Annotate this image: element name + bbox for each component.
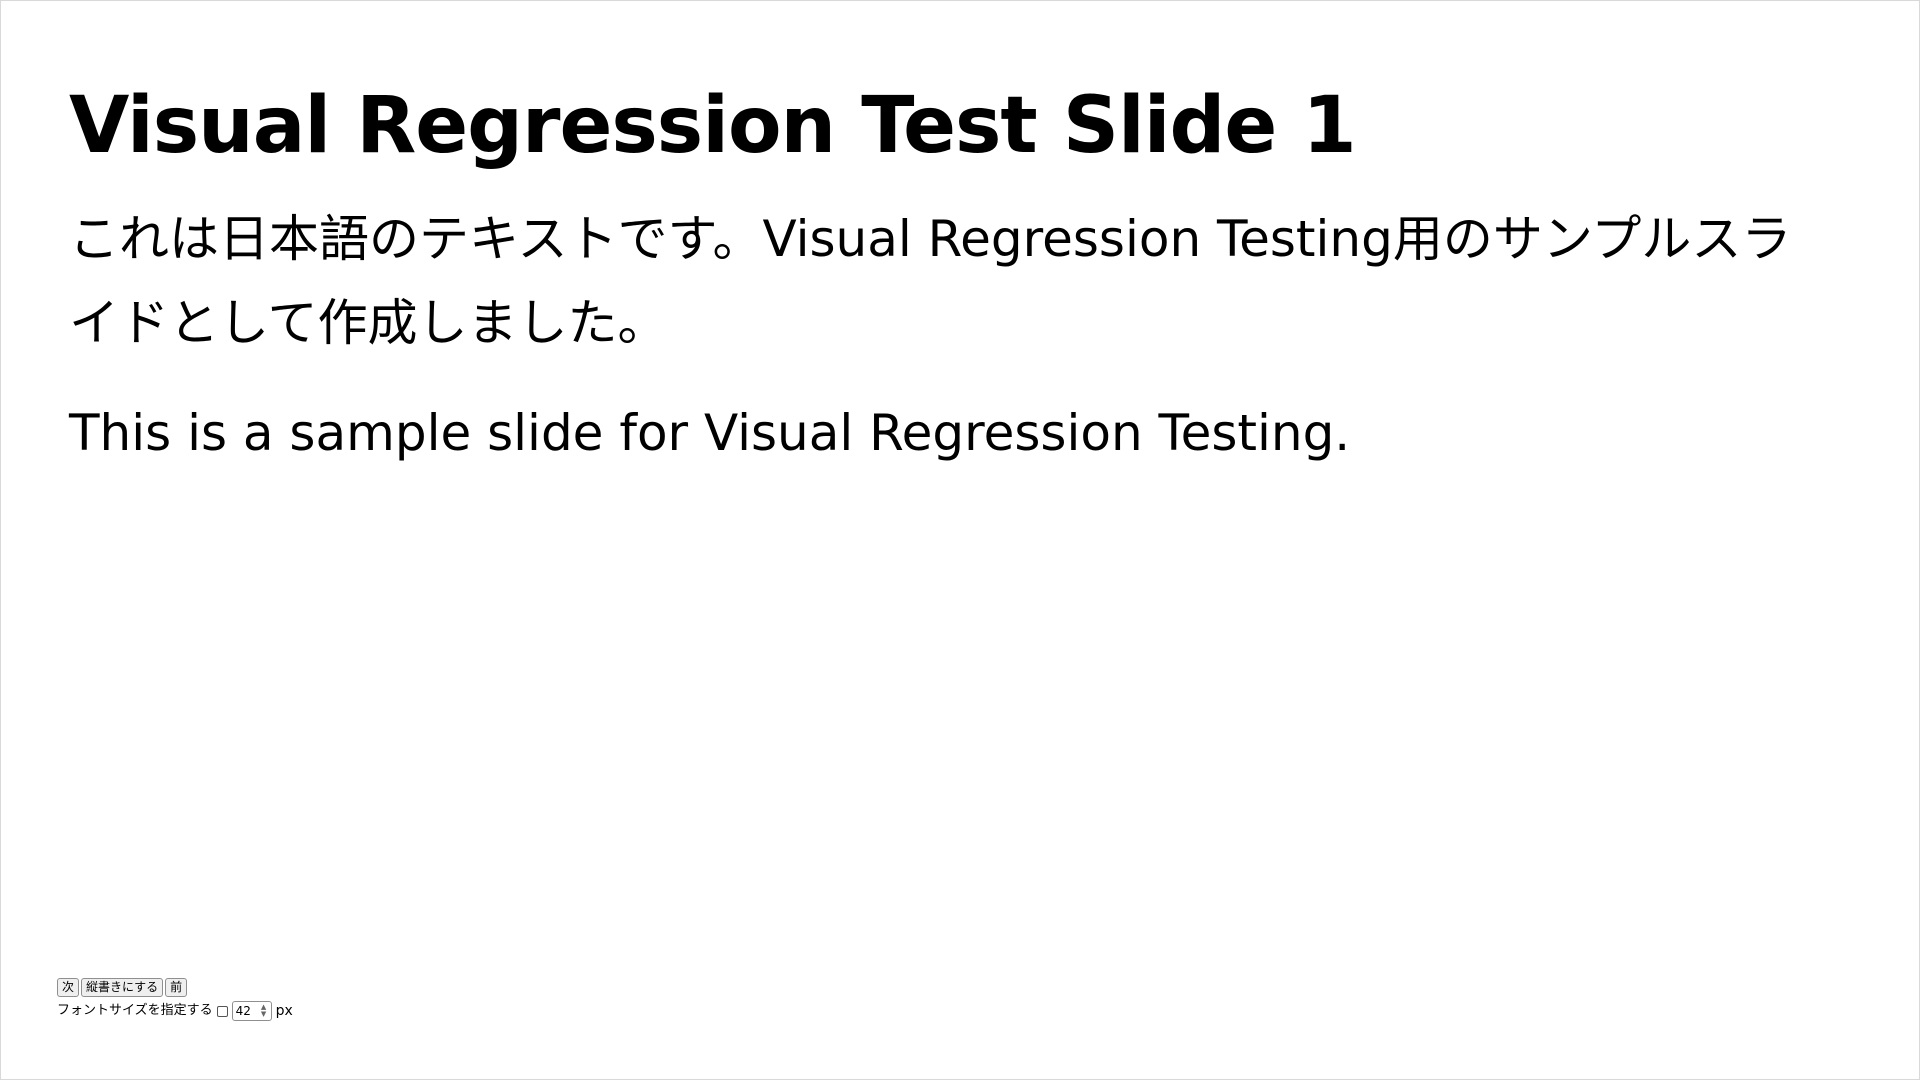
slide-content: Visual Regression Test Slide 1 これは日本語のテキ… xyxy=(69,71,1859,475)
font-size-checkbox[interactable] xyxy=(216,1005,228,1017)
next-button[interactable]: 次 xyxy=(57,977,80,997)
prev-button[interactable]: 前 xyxy=(165,977,188,997)
navigation-buttons: 次 縦書きにする 前 xyxy=(57,977,293,997)
japanese-paragraph: これは日本語のテキストです。Visual Regression Testing用… xyxy=(69,210,1792,352)
spinner-icon[interactable]: ▲▼ xyxy=(260,1003,267,1018)
slide-title: Visual Regression Test Slide 1 xyxy=(69,81,1357,171)
font-size-value: 42 xyxy=(235,1004,251,1018)
font-size-row: フォントサイズを指定する 42 ▲▼ px xyxy=(57,999,293,1023)
font-size-label: フォントサイズを指定する xyxy=(57,1003,213,1018)
vertical-writing-button[interactable]: 縦書きにする xyxy=(81,977,164,997)
font-size-unit: px xyxy=(275,1003,293,1019)
slide-controls: 次 縦書きにする 前 フォントサイズを指定する 42 ▲▼ px xyxy=(57,977,293,1023)
font-size-input[interactable]: 42 ▲▼ xyxy=(231,1001,272,1021)
english-paragraph: This is a sample slide for Visual Regres… xyxy=(69,404,1351,462)
